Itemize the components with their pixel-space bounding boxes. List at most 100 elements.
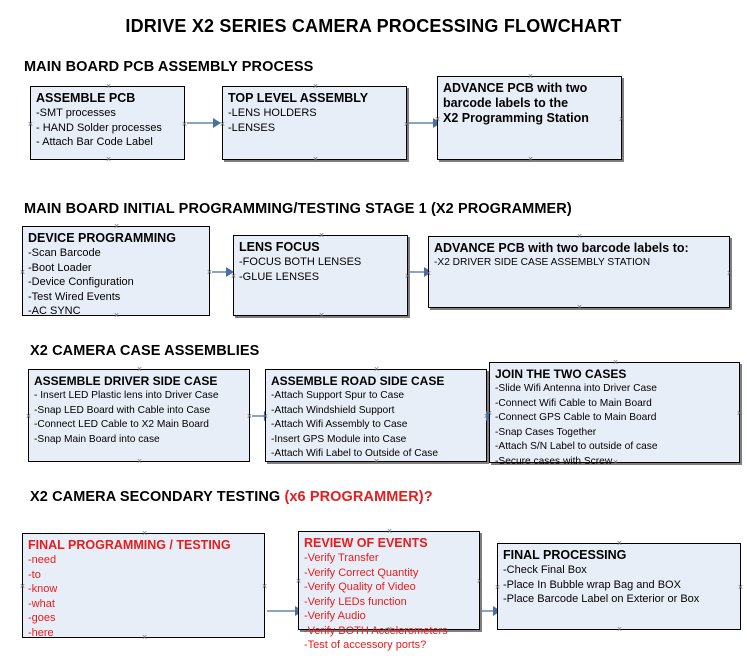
section-heading-x2-camera-case-assemblies: X2 CAMERA CASE ASSEMBLIES (30, 343, 259, 359)
box-lens-focus[interactable]: LENS FOCUS -FOCUS BOTH LENSES -GLUE LENS… (233, 235, 408, 316)
box-final-processing[interactable]: FINAL PROCESSING -Check Final Box -Place… (497, 543, 741, 630)
box-line: -Snap Main Board into case (34, 433, 160, 445)
connector-driver-side-to-road-side[interactable] (252, 415, 266, 417)
resize-handle-top[interactable] (318, 232, 325, 239)
box-line: -need (28, 554, 57, 566)
box-title: ADVANCE PCB with two (443, 81, 588, 95)
box-top-level-assembly[interactable]: TOP LEVEL ASSEMBLY -LENS HOLDERS -LENSES (222, 86, 407, 160)
box-advance-pcb-driver-side-case[interactable]: ADVANCE PCB with two barcode labels to: … (428, 236, 730, 308)
box-line: -Test Wired Events (28, 290, 121, 303)
box-line: -here (28, 626, 54, 639)
box-line: -LENS HOLDERS (228, 107, 317, 119)
box-assemble-road-side-case[interactable]: ASSEMBLE ROAD SIDE CASE -Attach Support … (265, 369, 487, 462)
box-title: LENS FOCUS (239, 240, 320, 254)
box-line: -goes (28, 612, 56, 624)
resize-handle-left[interactable] (27, 121, 34, 128)
resize-handle-bottom[interactable] (318, 312, 325, 319)
box-assemble-driver-side-case[interactable]: ASSEMBLE DRIVER SIDE CASE - Insert LED P… (28, 369, 250, 462)
box-line: -SMT processes (36, 107, 116, 119)
box-line: -Attach Windshield Support (271, 404, 395, 416)
resize-handle-top[interactable] (141, 530, 148, 537)
resize-handle-top[interactable] (612, 359, 619, 366)
connector-lens-focus-to-advance-pcb-driver-side[interactable] (410, 271, 427, 273)
resize-handle-bottom[interactable] (616, 626, 623, 633)
section-heading-main-board-initial-programming: MAIN BOARD INITIAL PROGRAMMING/TESTING S… (24, 201, 572, 217)
box-title: FINAL PROCESSING (503, 548, 627, 562)
box-line: -Verify Quality of Video (304, 581, 416, 593)
resize-handle-top[interactable] (312, 83, 319, 90)
resize-handle-right[interactable] (404, 273, 411, 280)
resize-handle-bottom[interactable] (136, 458, 143, 465)
resize-handle-right[interactable] (726, 270, 733, 277)
resize-handle-left[interactable] (295, 578, 302, 585)
box-line: -Verify BOTH Accelerometers (304, 624, 448, 637)
page-title: IDRIVE X2 SERIES CAMERA PROCESSING FLOWC… (125, 16, 622, 36)
arrow-head-icon (213, 118, 221, 128)
connector-final-programming-to-review-of-events[interactable] (267, 610, 297, 612)
box-device-programming[interactable]: DEVICE PROGRAMMING -Scan Barcode -Boot L… (19, 223, 210, 317)
box-title-cont: X2 Programming Station (443, 111, 589, 125)
box-join-the-two-cases[interactable]: JOIN THE TWO CASES -Slide Wifi Antenna i… (489, 359, 743, 467)
box-line: -to (28, 568, 41, 581)
connector-top-level-assembly-to-advance-pcb[interactable] (409, 122, 435, 124)
resize-handle-left[interactable] (19, 583, 26, 590)
box-line: -LENSES (228, 121, 276, 134)
box-line: -Attach Wifi Assembly to Case (271, 419, 408, 430)
box-final-programming-testing[interactable]: FINAL PROGRAMMING / TESTING -need -to -k… (19, 530, 268, 639)
box-line: -Place In Bubble wrap Bag and BOX (503, 578, 681, 591)
box-assemble-pcb[interactable]: ASSEMBLE PCB -SMT processes - HAND Solde… (30, 86, 185, 160)
box-line: -X2 DRIVER SIDE CASE ASSEMBLY STATION (434, 257, 651, 268)
box-title-cont: barcode labels to the (443, 96, 569, 110)
box-title: ADVANCE PCB with two barcode labels to: (434, 241, 689, 255)
box-line: -AC SYNC (28, 305, 81, 317)
box-line: -Place Barcode Label on Exterior or Box (503, 593, 700, 605)
resize-handle-right[interactable] (618, 116, 625, 123)
box-line: -Snap Cases Together (495, 426, 597, 438)
section-heading-text: MAIN BOARD PCB ASSEMBLY PROCESS (24, 59, 314, 75)
resize-handle-right[interactable] (476, 578, 483, 585)
resize-handle-bottom[interactable] (312, 156, 319, 163)
box-line: -Verify Correct Quantity (304, 566, 419, 579)
resize-handle-left[interactable] (494, 584, 501, 591)
resize-handle-left[interactable] (25, 413, 32, 420)
resize-handle-top[interactable] (113, 223, 120, 230)
resize-handle-bottom[interactable] (527, 156, 534, 163)
resize-handle-bottom[interactable] (576, 304, 583, 311)
resize-handle-top[interactable] (527, 73, 534, 80)
box-line: -Connect Wifi Cable to Main Board (495, 397, 652, 409)
box-line-overflow: -Test of accessory ports? (304, 639, 427, 651)
box-line: - Attach Bar Code Label (36, 136, 153, 148)
resize-handle-bottom[interactable] (105, 156, 112, 163)
box-line: -Snap LED Board with Cable into Case (34, 404, 211, 416)
connector-assemble-pcb-to-top-level-assembly[interactable] (187, 122, 214, 124)
section-heading-text: X2 CAMERA CASE ASSEMBLIES (30, 343, 260, 359)
resize-handle-left[interactable] (19, 269, 26, 276)
box-title: ASSEMBLE ROAD SIDE CASE (271, 374, 445, 388)
resize-handle-top[interactable] (576, 233, 583, 240)
resize-handle-top[interactable] (616, 540, 623, 547)
section-heading-note: (x6 PROGRAMMER)? (284, 489, 433, 505)
box-line: -GLUE LENSES (239, 270, 320, 283)
resize-handle-top[interactable] (386, 528, 393, 535)
box-line: -Verify Transfer (304, 552, 379, 564)
box-line: -FOCUS BOTH LENSES (239, 256, 362, 268)
box-line: -what (28, 597, 55, 610)
box-line: -Secure cases with Screw (495, 455, 613, 467)
section-heading-text: X2 CAMERA SECONDARY TESTING (30, 489, 285, 505)
arrow-head-icon (226, 267, 234, 277)
connector-device-programming-to-lens-focus[interactable] (212, 271, 228, 273)
resize-handle-top[interactable] (373, 366, 380, 373)
resize-handle-right[interactable] (737, 584, 744, 591)
resize-handle-top[interactable] (105, 83, 112, 90)
resize-handle-right[interactable] (736, 410, 743, 417)
box-advance-pcb-programming-station[interactable]: ADVANCE PCB with two barcode labels to t… (437, 76, 622, 160)
resize-handle-top[interactable] (136, 366, 143, 373)
box-title: ASSEMBLE PCB (36, 91, 136, 105)
box-review-of-events[interactable]: REVIEW OF EVENTS -Verify Transfer -Verif… (295, 528, 483, 651)
resize-handle-right[interactable] (261, 583, 268, 590)
box-line: -Verify Audio (304, 610, 366, 622)
box-line: -Check Final Box (503, 564, 587, 576)
box-line: -Scan Barcode (28, 247, 101, 259)
box-title: JOIN THE TWO CASES (495, 367, 627, 381)
